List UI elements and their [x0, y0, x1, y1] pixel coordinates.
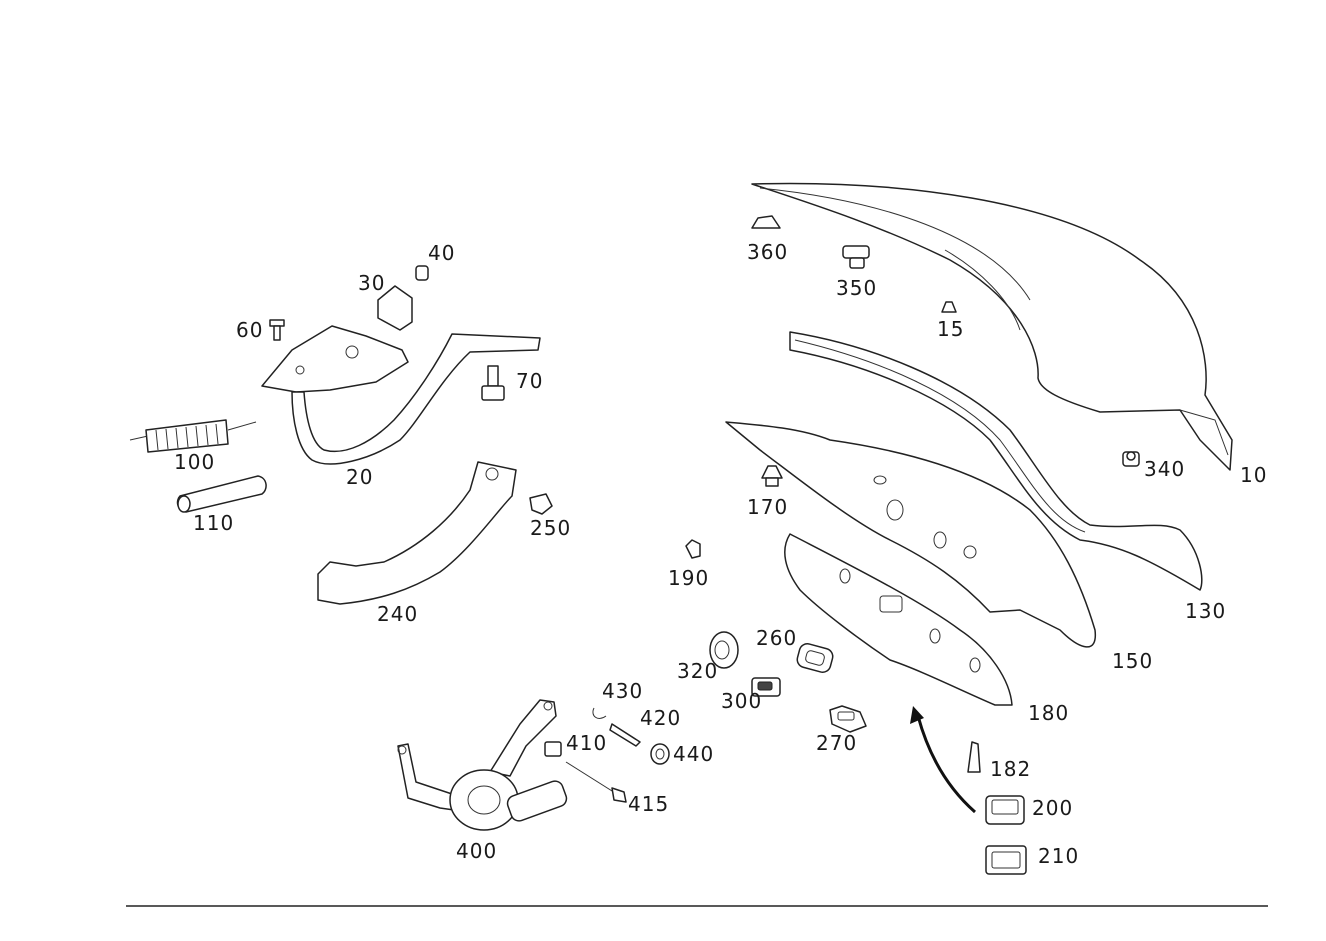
part-40-nut [415, 265, 429, 281]
part-430-clip [592, 707, 607, 719]
label-60: 60 [236, 318, 263, 342]
part-210-latch-cover [985, 845, 1027, 875]
label-190: 190 [668, 566, 709, 590]
part-415-shaft [565, 761, 627, 803]
part-190-rivet [685, 539, 701, 559]
part-15-clip [941, 301, 957, 313]
label-182: 182 [990, 757, 1031, 781]
label-30: 30 [358, 271, 385, 295]
part-420-pin [609, 723, 641, 747]
part-320-grommet [709, 631, 739, 669]
part-410-connector [544, 741, 562, 757]
label-180: 180 [1028, 701, 1069, 725]
part-240-hinge-arm [317, 461, 517, 605]
label-110: 110 [193, 511, 234, 535]
part-60-bolt [269, 319, 285, 341]
part-400-motor-assembly [397, 699, 568, 831]
part-440-gear [650, 743, 670, 765]
part-180-trim-strip [784, 533, 1013, 706]
part-350-bumper [842, 245, 870, 269]
part-300-switch [751, 677, 781, 697]
label-250: 250 [530, 516, 571, 540]
label-40: 40 [428, 241, 455, 265]
part-260-bezel [796, 643, 834, 673]
label-210: 210 [1038, 844, 1079, 868]
part-70-bolt [481, 365, 505, 401]
label-130: 130 [1185, 599, 1226, 623]
part-250-bumper [529, 493, 553, 515]
label-415: 415 [628, 792, 669, 816]
label-300: 300 [721, 689, 762, 713]
part-170-clip [761, 465, 783, 487]
label-15: 15 [937, 317, 964, 341]
label-200: 200 [1032, 796, 1073, 820]
part-130-seal [789, 331, 1203, 591]
label-20: 20 [346, 465, 373, 489]
part-30-bracket [377, 285, 413, 331]
label-10: 10 [1240, 463, 1267, 487]
label-260: 260 [756, 626, 797, 650]
part-20-hinge [261, 325, 541, 465]
part-340-stopper [1122, 451, 1140, 467]
part-200-latch [985, 795, 1025, 825]
label-420: 420 [640, 706, 681, 730]
part-150-inner-trim [725, 421, 1096, 648]
label-240: 240 [377, 602, 418, 626]
label-410: 410 [566, 731, 607, 755]
label-270: 270 [816, 731, 857, 755]
label-440: 440 [673, 742, 714, 766]
label-360: 360 [747, 240, 788, 264]
part-182-clip [967, 741, 981, 773]
part-100-spring [129, 419, 257, 453]
label-100: 100 [174, 450, 215, 474]
label-170: 170 [747, 495, 788, 519]
label-430: 430 [602, 679, 643, 703]
label-150: 150 [1112, 649, 1153, 673]
label-70: 70 [516, 369, 543, 393]
label-400: 400 [456, 839, 497, 863]
label-350: 350 [836, 276, 877, 300]
label-340: 340 [1144, 457, 1185, 481]
part-10-trunk-lid [751, 182, 1233, 471]
part-110-sleeve [176, 475, 267, 513]
part-360-clip [751, 215, 781, 229]
part-270-housing [829, 705, 867, 733]
assembly-arrow [910, 706, 976, 814]
label-320: 320 [677, 659, 718, 683]
